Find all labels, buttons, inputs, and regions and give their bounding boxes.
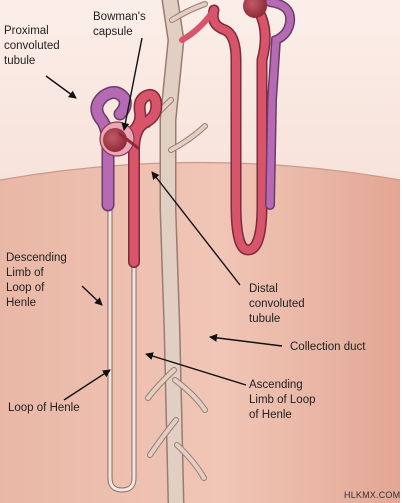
collecting-duct: [145, 0, 208, 503]
distal-arrow: [151, 171, 241, 286]
loop-arrow: [63, 369, 111, 401]
glomerulus: [103, 128, 127, 152]
cortex-medulla-boundary: [0, 161, 401, 181]
loop-of-henle: [107, 197, 137, 493]
ascending-arrow: [145, 352, 247, 386]
proximal-tubule-label: Proximal convoluted tubule: [4, 25, 60, 67]
medulla-region: [0, 162, 400, 503]
bowmans-capsule-label: Bowman's capsule: [93, 11, 146, 38]
second-nephron: [179, 0, 296, 256]
bowman-arrow: [121, 37, 143, 131]
collection-arrow: [209, 333, 283, 347]
descending-limb-label: Descending Limb of Loop of Henle: [6, 252, 67, 309]
distal-convoluted-tubule: [126, 88, 163, 268]
descending-arrow: [81, 285, 103, 306]
proximal-arrow: [45, 75, 77, 99]
collection-duct-label: Collection duct: [290, 341, 366, 353]
distal-tubule-label: Distal convoluted tubule: [249, 283, 305, 325]
watermark: HLKMX.COM: [344, 490, 401, 500]
ascending-limb-label: Ascending Limb of Loop of Henle: [249, 379, 316, 421]
loop-of-henle-label: Loop of Henle: [8, 402, 80, 414]
leader-arrows: [45, 37, 283, 401]
